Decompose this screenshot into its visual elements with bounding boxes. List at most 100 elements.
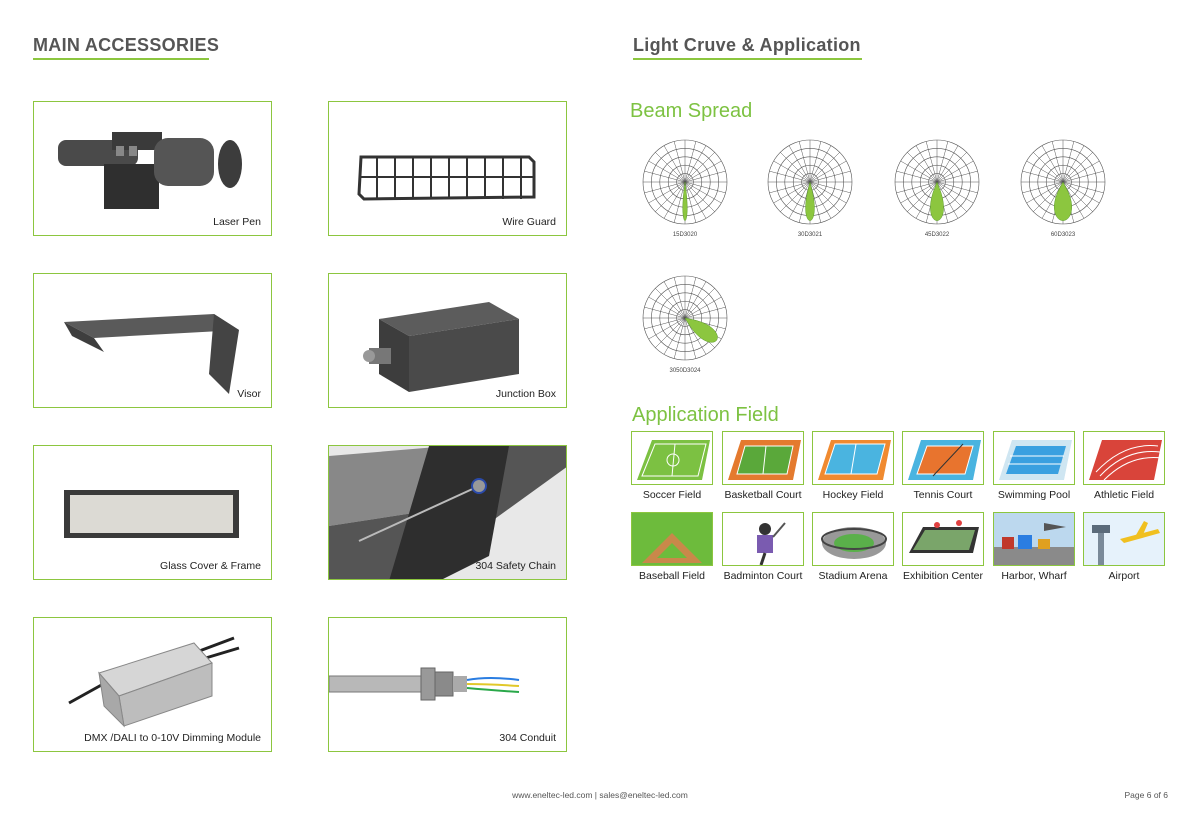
accessory-card-wire-guard: Wire Guard: [328, 101, 567, 236]
application-item-hockey-field: Hockey Field: [811, 431, 895, 501]
polar-spoke: [809, 145, 832, 183]
accessory-card-glass-cover: Glass Cover & Frame: [33, 445, 272, 580]
polar-spoke: [773, 181, 811, 204]
polar-spoke: [1026, 160, 1064, 183]
curve-code: 30D3021: [797, 232, 823, 238]
polar-spoke: [684, 141, 697, 183]
polar-spoke: [915, 181, 938, 219]
polar-spoke: [769, 181, 811, 194]
polar-spoke: [644, 306, 686, 319]
application-item-airport: Airport: [1082, 512, 1166, 582]
beam-shape: [805, 181, 815, 221]
application-label: Exhibition Center: [903, 570, 983, 582]
polar-spoke: [663, 317, 686, 355]
polar-spoke: [1062, 181, 1085, 219]
application-item-athletic-field: Athletic Field: [1082, 431, 1166, 501]
accessory-label: Glass Cover & Frame: [160, 560, 261, 572]
application-label: Tennis Court: [913, 489, 973, 501]
polar-spoke: [684, 317, 697, 359]
polar-spoke: [655, 152, 686, 183]
accessory-card-conduit: 304 Conduit: [328, 617, 567, 752]
polar-spoke: [663, 145, 686, 183]
dimming-module-image: [68, 636, 240, 728]
polar-curve-30d3021: 30D3021: [760, 130, 860, 242]
footer-contact: www.eneltec-led.com | sales@eneltec-led.…: [512, 790, 688, 800]
polar-spoke: [673, 277, 686, 319]
polar-spoke: [684, 181, 722, 204]
junction-box-image: [363, 302, 519, 392]
athletic-field-icon: [1083, 431, 1165, 485]
wire-guard-image: [357, 155, 536, 201]
polar-chart: [642, 275, 728, 361]
polar-spoke: [684, 181, 697, 223]
polar-spoke: [1041, 145, 1064, 183]
curve-code: 15D3020: [672, 232, 698, 238]
polar-spoke: [684, 288, 715, 319]
polar-spoke: [788, 181, 811, 219]
polar-spoke: [684, 160, 722, 183]
accessory-label: 304 Safety Chain: [475, 560, 556, 572]
polar-spoke: [780, 181, 811, 212]
application-item-basketball-court: Basketball Court: [721, 431, 805, 501]
curve-code: 60D3023: [1050, 232, 1076, 238]
accessory-label: Junction Box: [495, 388, 556, 400]
application-label: Hockey Field: [822, 489, 884, 501]
main-accessories-title: MAIN ACCESSORIES: [33, 35, 220, 55]
application-item-tennis-court: Tennis Court: [901, 431, 985, 501]
accessory-label: Laser Pen: [213, 216, 261, 228]
visor-image: [64, 314, 239, 394]
application-label: Stadium Arena: [818, 570, 888, 582]
application-item-swimming-pool: Swimming Pool: [992, 431, 1076, 501]
glass-cover-image: [64, 490, 239, 538]
polar-spoke: [655, 317, 686, 348]
polar-spoke: [648, 296, 686, 319]
polar-spoke: [780, 152, 811, 183]
polar-spoke: [684, 277, 697, 319]
application-item-stadium-arena: Stadium Arena: [811, 512, 895, 582]
polar-spoke: [936, 181, 959, 219]
badminton-court-icon: [722, 512, 804, 566]
application-field-title: Application Field: [632, 404, 779, 426]
polar-spoke: [907, 181, 938, 212]
accessory-label: Wire Guard: [502, 216, 556, 228]
polar-spoke: [798, 141, 811, 183]
airport-icon: [1083, 512, 1165, 566]
polar-spoke: [1022, 181, 1064, 194]
polar-spoke: [655, 181, 686, 212]
accessory-label: 304 Conduit: [499, 732, 556, 744]
polar-spoke: [663, 181, 686, 219]
polar-spoke: [1062, 181, 1100, 204]
basketball-court-icon: [722, 431, 804, 485]
soccer-field-icon: [631, 431, 713, 485]
polar-spoke: [1051, 141, 1064, 183]
polar-spoke: [900, 160, 938, 183]
polar-spoke: [684, 170, 726, 183]
polar-spoke: [809, 170, 851, 183]
polar-chart: [894, 139, 980, 225]
polar-spoke: [673, 181, 686, 223]
polar-spoke: [809, 141, 822, 183]
polar-spoke: [684, 181, 726, 194]
swimming-pool-icon: [993, 431, 1075, 485]
main-accessories-underline: [33, 58, 209, 60]
application-label: Swimming Pool: [997, 489, 1071, 501]
polar-spoke: [915, 145, 938, 183]
baseball-field-icon: [631, 512, 713, 566]
curve-code: 3050D3024: [669, 368, 701, 374]
polar-spoke: [1062, 141, 1075, 183]
application-label: Badminton Court: [723, 570, 803, 582]
application-item-soccer-field: Soccer Field: [630, 431, 714, 501]
polar-spoke: [684, 181, 715, 212]
application-label: Soccer Field: [642, 489, 702, 501]
polar-spoke: [896, 170, 938, 183]
polar-spoke: [1062, 181, 1093, 212]
polar-spoke: [809, 160, 847, 183]
application-label: Airport: [1108, 570, 1140, 582]
accessory-card-junction-box: Junction Box: [328, 273, 567, 408]
polar-spoke: [907, 152, 938, 183]
polar-spoke: [1033, 152, 1064, 183]
polar-spoke: [684, 306, 726, 319]
application-item-badminton-court: Badminton Court: [721, 512, 805, 582]
polar-spoke: [655, 288, 686, 319]
polar-curve-45d3022: 45D3022: [887, 130, 987, 242]
